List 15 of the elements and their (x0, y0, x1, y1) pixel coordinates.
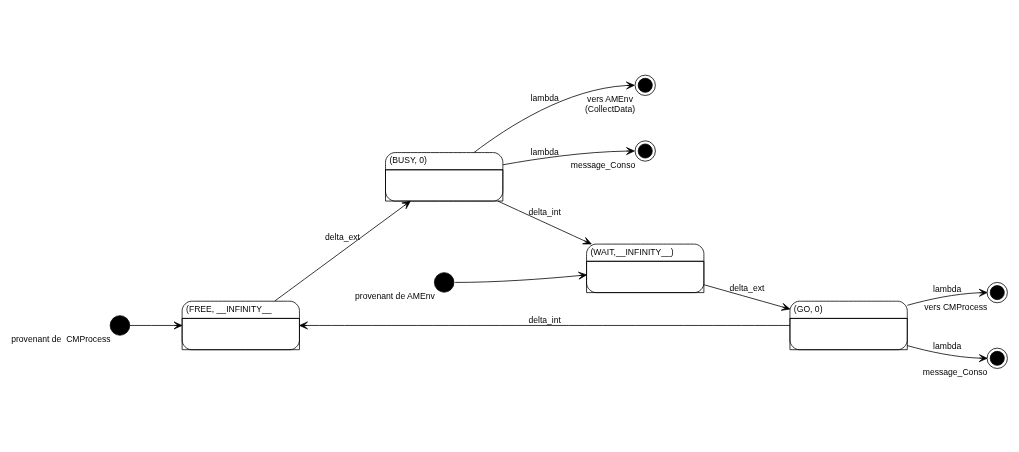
node-label: vers AMEnv (587, 93, 633, 104)
edge-label: delta_int (528, 206, 561, 217)
edge-label: lambda (530, 92, 559, 103)
node-label: message_Conso (570, 159, 636, 170)
node-label: (CollectData) (584, 103, 636, 114)
edge-label: lambda (530, 146, 559, 157)
edge-label: lambda (933, 340, 962, 351)
node-label: message_Conso (922, 366, 988, 377)
edge-label: delta_ext (729, 282, 765, 293)
node-label: vers CMProcess (924, 301, 988, 312)
edge-label: delta_int (528, 314, 561, 325)
edge-label: delta_ext (325, 231, 360, 242)
node-label: provenant de AMEnv (355, 290, 435, 301)
edge-label: lambda (933, 283, 962, 294)
node-label: provenant de CMProcess (11, 333, 111, 344)
